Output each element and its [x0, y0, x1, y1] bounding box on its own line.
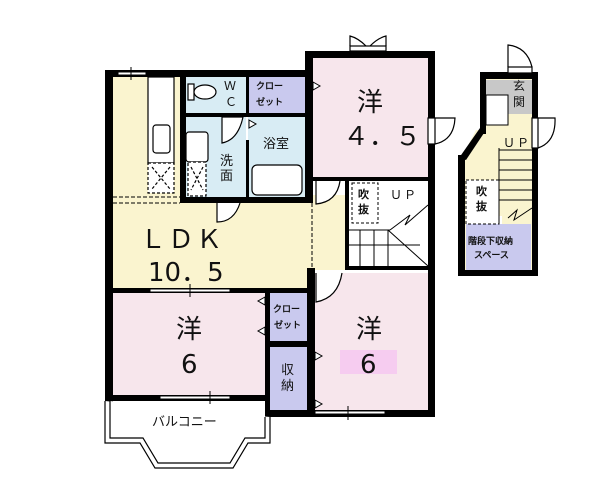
- under-stair-storage-label-2: スペース: [474, 251, 509, 261]
- entrance-label-2: 関: [513, 95, 526, 109]
- room-north-fill: [312, 58, 428, 180]
- closet-wc-fill: [248, 77, 306, 114]
- washroom-fixtures: [185, 131, 303, 197]
- room-east-highlight: [340, 350, 397, 374]
- ldk-size: 10．5: [148, 258, 224, 288]
- room-north-label: 洋: [357, 88, 384, 118]
- entrance-stair-up-label: ＵＰ: [503, 136, 532, 150]
- room-west-size: 6: [181, 350, 198, 380]
- windows: [117, 67, 386, 420]
- closet-wc-label-2: ゼット: [256, 98, 284, 108]
- closet-west-label-1: クロー: [273, 305, 301, 315]
- stair-void-label-1: 吹: [358, 188, 369, 201]
- closet-markers: [248, 81, 324, 409]
- closet-west-label-2: ゼット: [274, 321, 302, 331]
- closet-wc-label-1: クロー: [256, 82, 284, 92]
- room-north-size: ４．５: [343, 122, 422, 152]
- wc-label-1: Ｗ: [224, 79, 237, 93]
- balcony-label: バルコニー: [152, 415, 217, 430]
- entrance-void-label-2: 抜: [476, 200, 487, 213]
- room-west-fill: [113, 293, 265, 399]
- room-east-label: 洋: [356, 315, 383, 345]
- wc-label-2: Ｃ: [225, 95, 238, 109]
- entrance-level: [458, 44, 556, 276]
- storage-label-2: 納: [281, 379, 295, 394]
- bath-label: 浴室: [263, 137, 290, 152]
- room-west-label: 洋: [176, 315, 203, 345]
- washroom-label-2: 面: [220, 169, 234, 184]
- room-east-fill: [312, 273, 428, 414]
- stairs-floor1: [349, 182, 429, 267]
- door-east: [427, 117, 456, 145]
- entrance-void-label-1: 吹: [476, 185, 487, 198]
- washroom-label-1: 洗: [220, 154, 234, 169]
- stair-void-label-2: 抜: [358, 203, 369, 216]
- under-stair-storage-label-1: 階段下収納: [468, 237, 514, 247]
- toilet: [187, 83, 217, 101]
- entrance-label-1: 玄: [513, 79, 526, 93]
- storage-fill: [270, 347, 308, 412]
- door-swings: [216, 116, 343, 303]
- ldk-label: ＬＤＫ: [140, 225, 225, 255]
- closet-west-fill: [270, 293, 308, 341]
- kitchen-counter: [147, 76, 175, 194]
- balcony: [104, 401, 271, 469]
- balcony-door-north: [349, 35, 387, 52]
- stair-up-label: ＵＰ: [390, 188, 419, 202]
- storage-label-1: 収: [281, 363, 295, 378]
- room-east-size: 6: [360, 350, 377, 380]
